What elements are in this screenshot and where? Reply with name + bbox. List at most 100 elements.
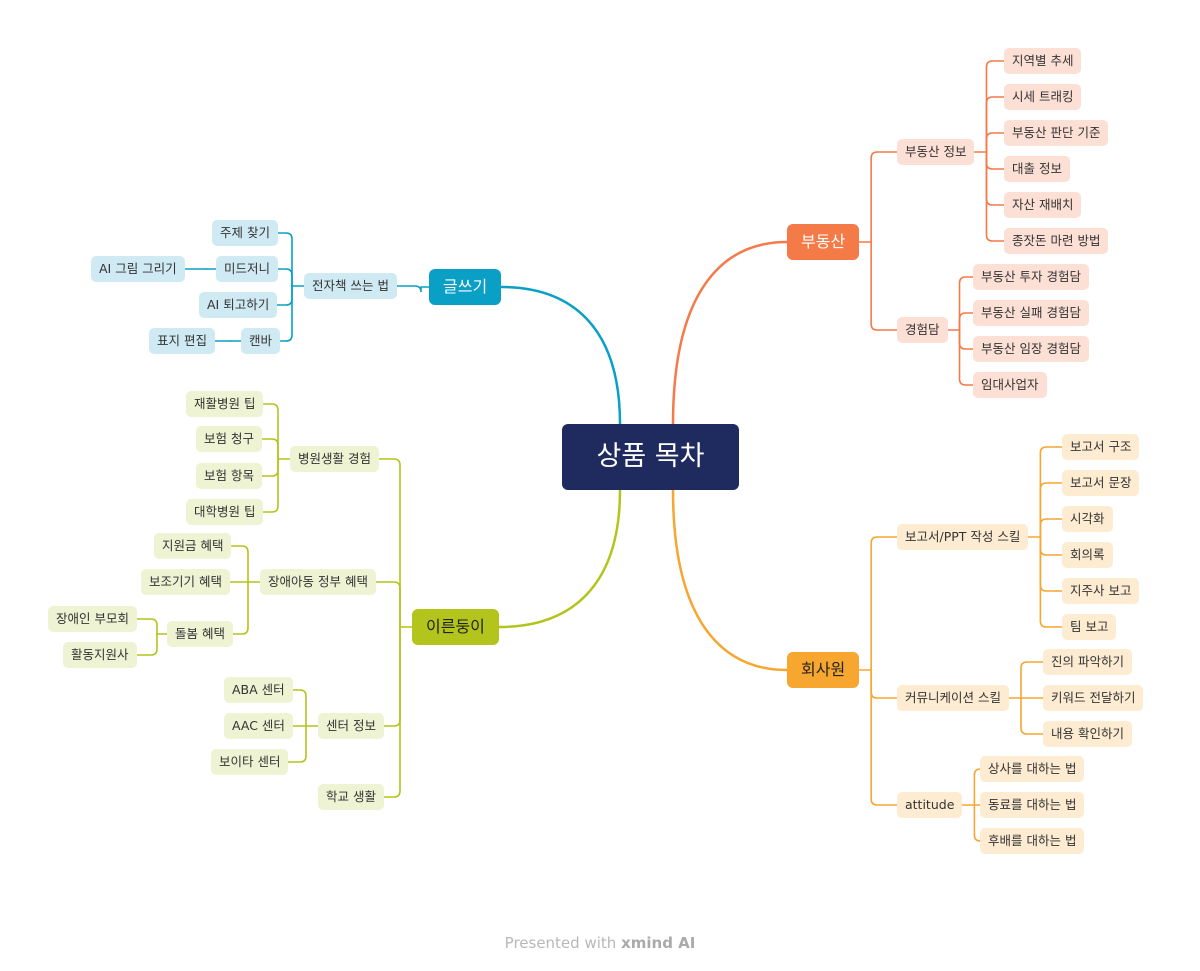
line-root-worker (671, 488, 789, 672)
line-early-2 (383, 626, 401, 727)
line-ebook-1 (277, 268, 293, 287)
leaf-vojta-center[interactable]: 보이타 센터 (211, 749, 289, 775)
line-root-realestate (671, 240, 789, 426)
leaf-insurance-items[interactable]: 보험 항목 (196, 463, 262, 489)
line-early-1 (375, 581, 401, 628)
line-care-0 (136, 618, 158, 635)
line-exp-0 (958, 276, 974, 331)
leaf-canva[interactable]: 캔바 (241, 328, 281, 354)
leaf-holding-report[interactable]: 지주사 보고 (1062, 578, 1140, 604)
topic-ebook-writing[interactable]: 전자책 쓰는 법 (304, 273, 397, 299)
line-ebook-2 (276, 285, 293, 306)
branch-writing[interactable]: 글쓰기 (429, 269, 502, 305)
leaf-loan-info[interactable]: 대출 정보 (1004, 156, 1070, 182)
leaf-confirm[interactable]: 내용 확인하기 (1043, 721, 1132, 747)
leaf-midjourney[interactable]: 미드저니 (216, 256, 279, 282)
leaf-fail-exp[interactable]: 부동산 실패 경험담 (973, 300, 1089, 326)
leaf-team-report[interactable]: 팀 보고 (1062, 614, 1117, 640)
leaf-subsidy[interactable]: 지원금 혜택 (154, 533, 232, 559)
line-report-4 (1039, 536, 1063, 592)
leaf-report-sentence[interactable]: 보고서 문장 (1062, 470, 1140, 496)
topic-gov-benefits[interactable]: 장애아동 정부 혜택 (260, 569, 376, 595)
leaf-asset-relocation[interactable]: 자산 재배치 (1004, 192, 1082, 218)
line-comm-0 (1020, 661, 1044, 699)
leaf-landlord[interactable]: 임대사업자 (973, 372, 1047, 398)
branch-early[interactable]: 이른둥이 (412, 609, 499, 645)
line-gov-2 (232, 581, 249, 635)
footer-prefix: Presented with (504, 934, 617, 952)
leaf-report-structure[interactable]: 보고서 구조 (1062, 434, 1140, 460)
leaf-univ-hospital-tip[interactable]: 대학병원 팁 (186, 499, 264, 525)
topic-hospital-life[interactable]: 병원생활 경험 (290, 446, 379, 472)
leaf-junior[interactable]: 후배를 대하는 법 (980, 828, 1085, 854)
leaf-judgment-criteria[interactable]: 부동산 판단 기준 (1004, 120, 1109, 146)
line-info-4 (985, 151, 1005, 206)
line-info-0 (985, 60, 1005, 153)
leaf-seed-money[interactable]: 종잣돈 마련 방법 (1004, 228, 1109, 254)
line-hosp-1 (261, 438, 279, 460)
line-exp-1 (958, 312, 974, 331)
topic-attitude[interactable]: attitude (897, 792, 963, 818)
line-root-writing (499, 285, 622, 426)
line-early-3 (383, 626, 401, 798)
line-gov-0 (230, 545, 249, 583)
line-ebook-3 (279, 285, 293, 342)
leaf-find-topic[interactable]: 주제 찾기 (212, 220, 278, 246)
leaf-ai-drawing[interactable]: AI 그림 그리기 (91, 256, 185, 282)
line-report-1 (1039, 482, 1063, 538)
line-info-2 (985, 132, 1005, 153)
leaf-parents-assoc[interactable]: 장애인 부모회 (48, 606, 137, 632)
footer-brand: xmind AI (621, 934, 696, 952)
leaf-device-benefit[interactable]: 보조기기 혜택 (141, 569, 230, 595)
line-care-1 (135, 633, 158, 656)
topic-communication[interactable]: 커뮤니케이션 스킬 (897, 685, 1009, 711)
leaf-colleague[interactable]: 동료를 대하는 법 (980, 792, 1085, 818)
line-report-5 (1039, 536, 1063, 628)
line-writing-0 (396, 285, 422, 293)
line-worker-1 (870, 669, 898, 699)
line-hosp-3 (262, 458, 279, 513)
line-center-0 (291, 689, 307, 727)
branch-worker[interactable]: 회사원 (787, 652, 860, 688)
leaf-keyword[interactable]: 키워드 전달하기 (1043, 685, 1144, 711)
leaf-activity-support[interactable]: 활동지원사 (63, 642, 137, 668)
leaf-visit-exp[interactable]: 부동산 임장 경험담 (973, 336, 1089, 362)
line-exp-2 (958, 329, 974, 350)
line-worker-0 (870, 536, 898, 671)
leaf-minutes[interactable]: 회의록 (1062, 542, 1113, 568)
line-exp-3 (958, 329, 974, 386)
root-topic[interactable]: 상품 목차 (562, 424, 739, 490)
line-info-1 (985, 96, 1005, 153)
topic-center-info[interactable]: 센터 정보 (318, 713, 384, 739)
line-realestate-1 (870, 241, 898, 331)
leaf-rehab-tip[interactable]: 재활병원 팁 (186, 391, 264, 417)
line-hosp-2 (261, 458, 279, 477)
line-info-3 (985, 151, 1005, 170)
line-realestate-0 (870, 151, 898, 243)
topic-realestate-info[interactable]: 부동산 정보 (897, 139, 975, 165)
leaf-boss[interactable]: 상사를 대하는 법 (980, 756, 1085, 782)
line-early-0 (378, 458, 401, 628)
leaf-price-tracking[interactable]: 시세 트래킹 (1004, 84, 1082, 110)
leaf-insurance-claim[interactable]: 보험 청구 (196, 426, 262, 452)
leaf-aac-center[interactable]: AAC 센터 (224, 713, 293, 739)
topic-experience[interactable]: 경험담 (897, 317, 948, 343)
leaf-intent[interactable]: 진의 파악하기 (1043, 649, 1132, 675)
line-worker-2 (870, 669, 898, 806)
line-report-3 (1039, 536, 1063, 556)
leaf-care-benefit[interactable]: 돌봄 혜택 (167, 621, 233, 647)
leaf-ai-revise[interactable]: AI 퇴고하기 (199, 292, 278, 318)
leaf-invest-exp[interactable]: 부동산 투자 경험담 (973, 264, 1089, 290)
line-report-2 (1039, 518, 1063, 538)
line-report-0 (1039, 446, 1063, 538)
leaf-cover-edit[interactable]: 표지 편집 (149, 328, 215, 354)
branch-realestate[interactable]: 부동산 (787, 224, 860, 260)
leaf-visualization[interactable]: 시각화 (1062, 506, 1113, 532)
topic-report-skill[interactable]: 보고서/PPT 작성 스킬 (897, 524, 1029, 550)
topic-school-life[interactable]: 학교 생활 (318, 784, 384, 810)
leaf-aba-center[interactable]: ABA 센터 (224, 677, 293, 703)
presented-with-footer: Presented with xmind AI (0, 934, 1200, 952)
line-hosp-0 (262, 403, 279, 460)
line-ebook-0 (277, 232, 293, 287)
leaf-regional-trend[interactable]: 지역별 추세 (1004, 48, 1082, 74)
